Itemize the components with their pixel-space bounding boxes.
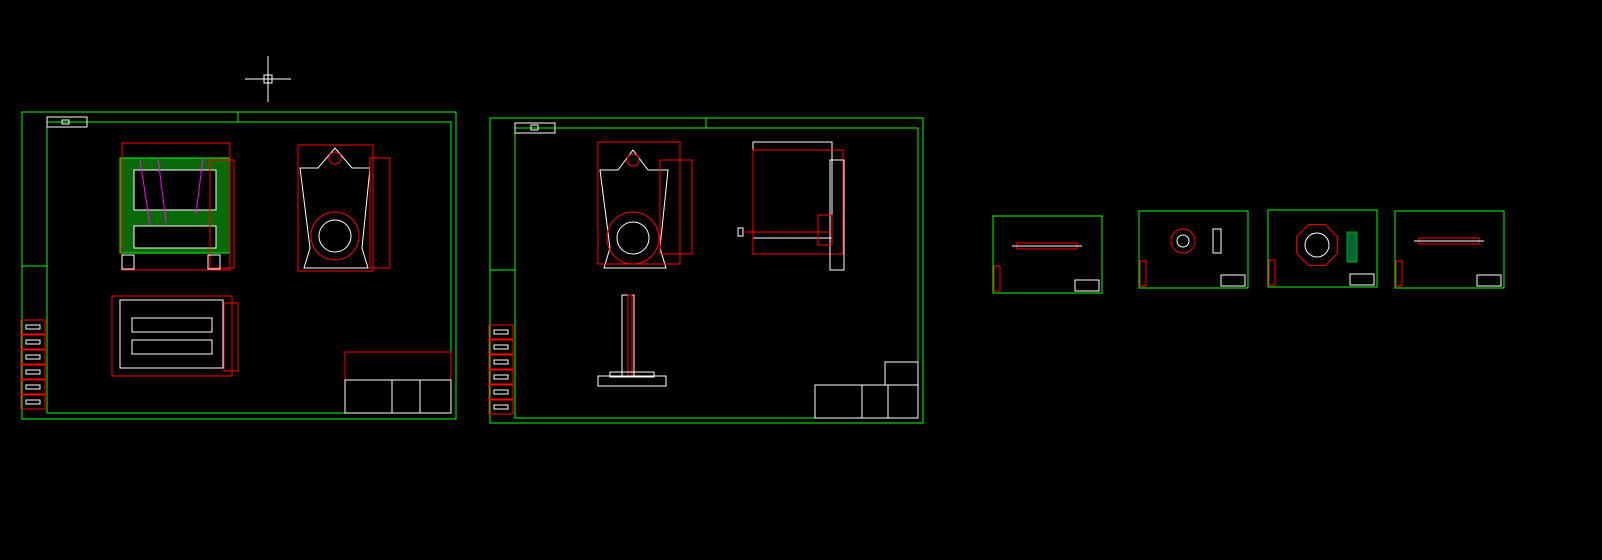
title-block [344,351,452,414]
drawing-sheet-small-2[interactable] [1138,210,1249,289]
side-tabs [488,324,514,415]
side-tab [488,324,514,340]
sheet-inner-border [46,121,452,414]
bore [1304,232,1330,258]
detail-view [597,294,667,387]
side-tab-mark [25,369,41,375]
side-tab [20,394,46,410]
side-tab-mark [493,359,509,365]
side-tab-mark [25,324,41,330]
side-tabs [993,265,1001,292]
side-tab [20,364,46,380]
drawing-sheet-small-3[interactable] [1267,209,1378,288]
drawing-sheet-part-1[interactable] [488,117,924,424]
octagon-part [1296,224,1338,266]
front-view [597,141,693,269]
side-tab [20,334,46,350]
gear-section [1212,228,1222,254]
side-tab [488,354,514,370]
front-view [119,142,235,271]
side-tab-mark [25,384,41,390]
side-tab [20,379,46,395]
side-tab-mark [493,344,509,350]
side-tab [488,399,514,415]
sheet-border [1138,210,1249,289]
sheet-outer-border [21,111,457,420]
side-tab-mark [493,329,509,335]
drawing-sheet-small-4[interactable] [1394,210,1505,289]
side-tab [488,339,514,355]
side-tab [488,369,514,385]
gear-part [1170,228,1196,254]
side-tabs [20,319,46,410]
side-tab [20,319,46,335]
side-tab-mark [493,374,509,380]
crosshair-cursor-icon [245,56,291,102]
title-block [1220,274,1246,287]
side-view [297,144,391,272]
sheet-inner-border [514,127,919,419]
title-block [814,361,919,419]
side-tabs [1139,260,1147,287]
title-block [1476,274,1502,287]
sheet-border [1267,209,1378,288]
sheet-border [1394,210,1505,289]
side-tab-mark [25,354,41,360]
side-tabs [1395,260,1403,287]
drawing-sheet-assembly[interactable] [20,111,457,420]
side-tab-mark [493,389,509,395]
part-section [1346,231,1358,263]
side-tab-mark [493,404,509,410]
side-tab [20,349,46,365]
title-block [1349,273,1375,286]
side-view [737,141,845,271]
gear-hub [1176,234,1190,248]
title-block [1074,279,1100,292]
top-view [111,295,239,377]
drawing-sheet-small-1[interactable] [992,215,1103,294]
side-tab [488,384,514,400]
side-tabs [1268,259,1276,286]
sheet-border [992,215,1103,294]
sheet-outer-border [489,117,924,424]
side-tab-mark [25,339,41,345]
side-tab-mark [25,399,41,405]
